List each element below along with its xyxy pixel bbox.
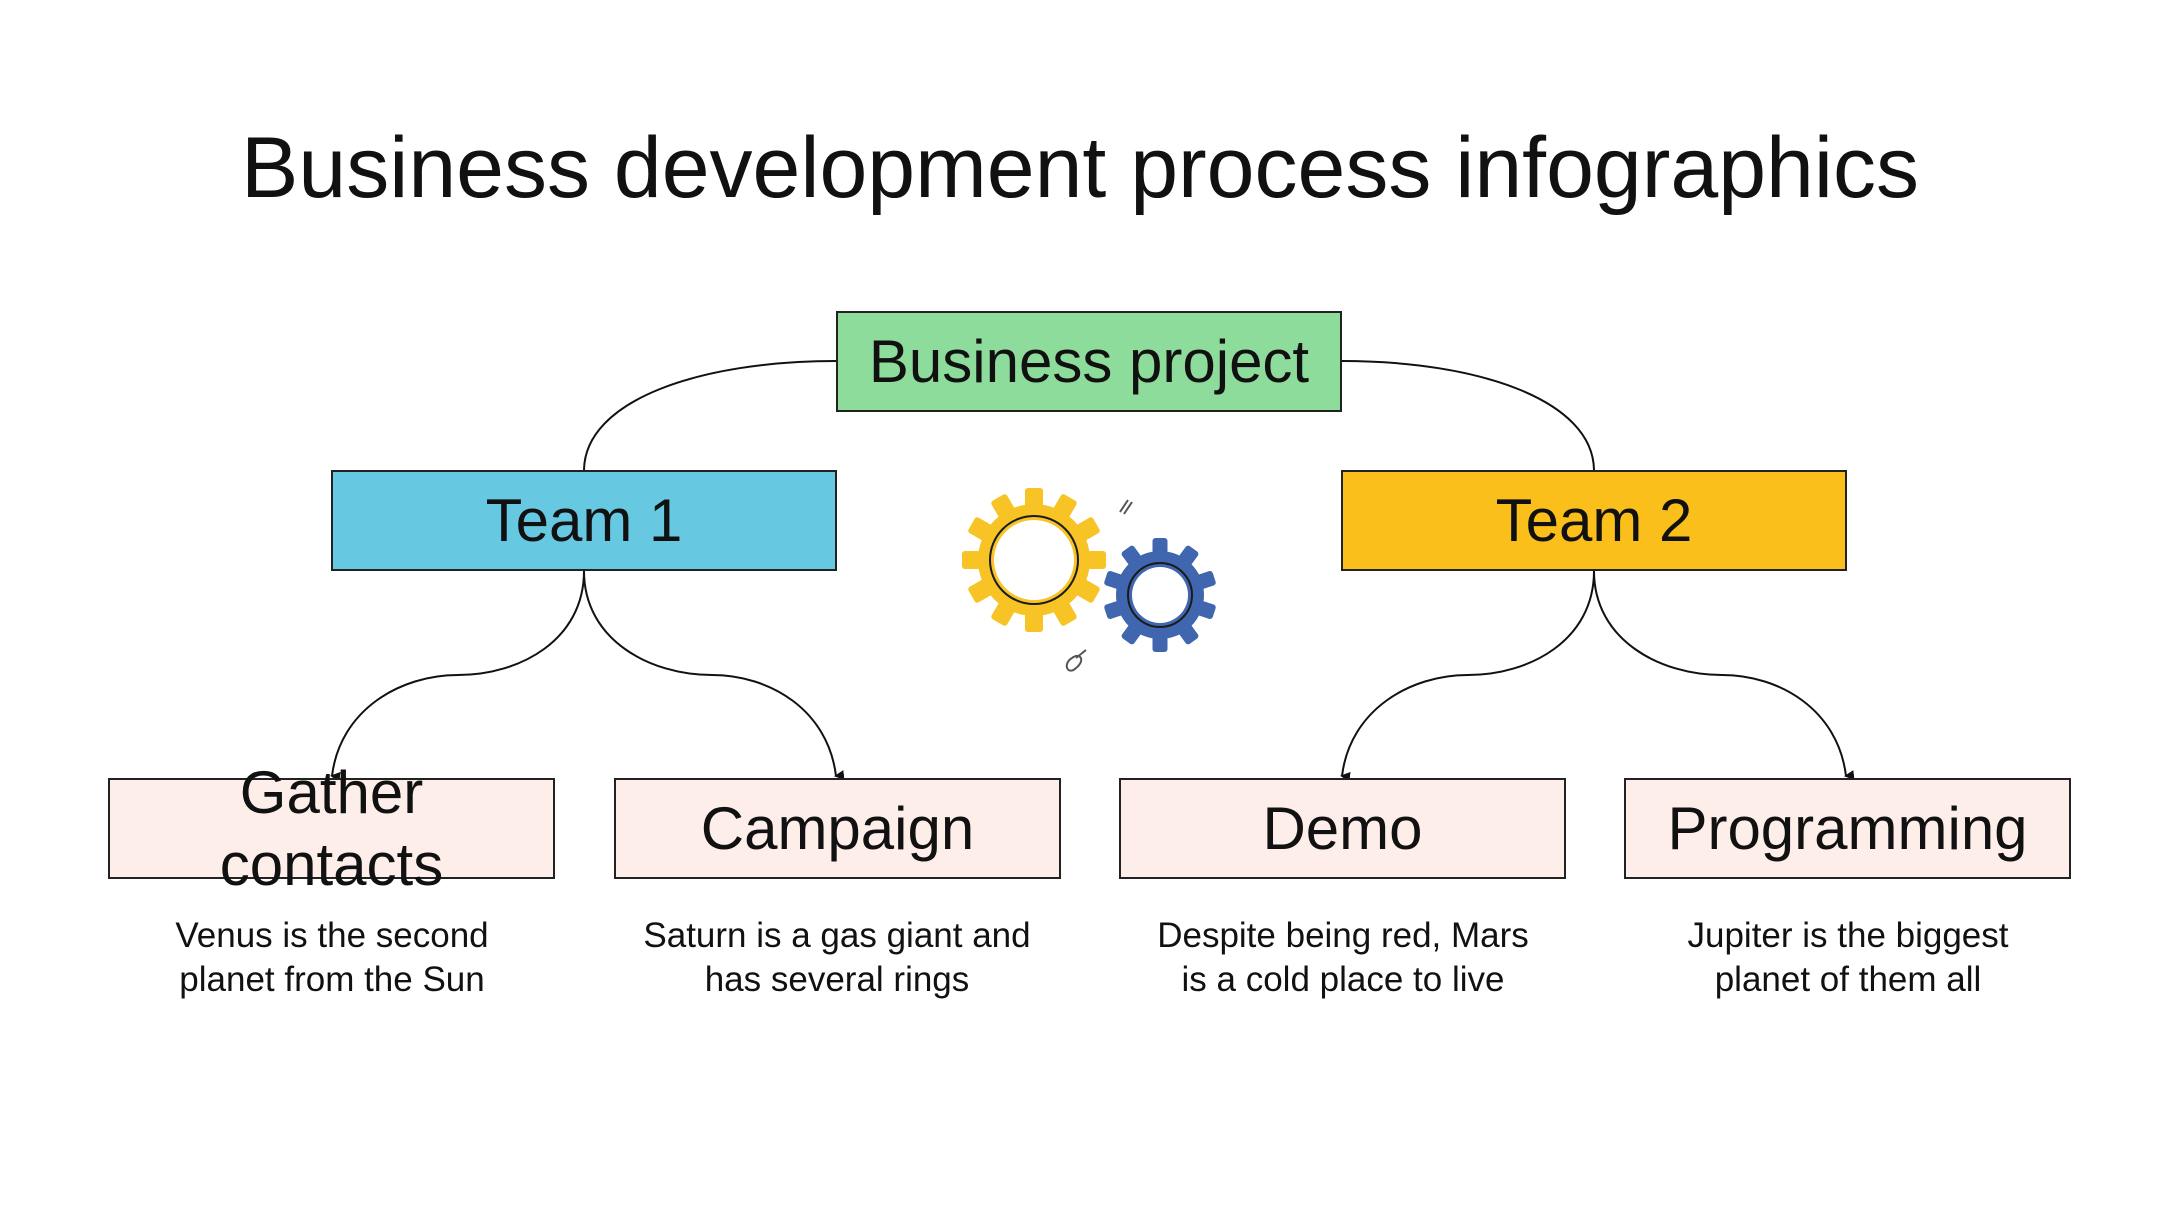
small-gear-icon <box>1104 538 1216 652</box>
task-description-1: Venus is the second planet from the Sun <box>82 914 582 1002</box>
description-line: planet from the Sun <box>179 960 485 999</box>
task-description-2: Saturn is a gas giant and has several ri… <box>587 914 1087 1002</box>
team-label: Team 2 <box>1495 487 1693 554</box>
description-line: has several rings <box>704 960 970 999</box>
description-line: Saturn is a gas giant and <box>643 916 1031 955</box>
connector-team2-task3 <box>1340 570 1595 782</box>
gears-icon <box>962 488 1216 672</box>
task-label: Gather contacts <box>219 758 444 898</box>
connector-root-team2 <box>1341 360 1595 471</box>
task-node-3: Demo <box>1119 778 1566 879</box>
task-description-3: Despite being red, Mars is a cold place … <box>1093 914 1593 1002</box>
description-line: Venus is the second <box>175 916 489 955</box>
team-node-2: Team 2 <box>1341 470 1847 571</box>
description-line: Jupiter is the biggest <box>1687 916 2009 955</box>
root-node: Business project <box>836 311 1342 412</box>
task-node-2: Campaign <box>614 778 1061 879</box>
task-label: Programming <box>1667 794 2028 862</box>
page-title: Business development process infographic… <box>241 120 1919 216</box>
connector-team1-task2 <box>583 570 845 780</box>
spark-lines-icon <box>1065 499 1133 672</box>
root-label: Business project <box>868 328 1310 395</box>
connector-root-team1 <box>583 360 837 471</box>
description-line: is a cold place to live <box>1181 960 1505 999</box>
team-label: Team 1 <box>485 487 683 554</box>
task-node-4: Programming <box>1624 778 2071 879</box>
large-gear-icon <box>962 488 1106 632</box>
connector-team1-task1 <box>330 570 585 782</box>
task-node-1: Gather contacts <box>108 759 555 898</box>
task-label: Campaign <box>700 794 975 862</box>
connector-team2-task4 <box>1593 570 1855 780</box>
task-label: Demo <box>1262 794 1423 862</box>
description-line: Despite being red, Mars <box>1157 916 1529 955</box>
team-node-1: Team 1 <box>331 470 837 571</box>
description-line: planet of them all <box>1714 960 1982 999</box>
task-description-4: Jupiter is the biggest planet of them al… <box>1598 914 2098 1002</box>
